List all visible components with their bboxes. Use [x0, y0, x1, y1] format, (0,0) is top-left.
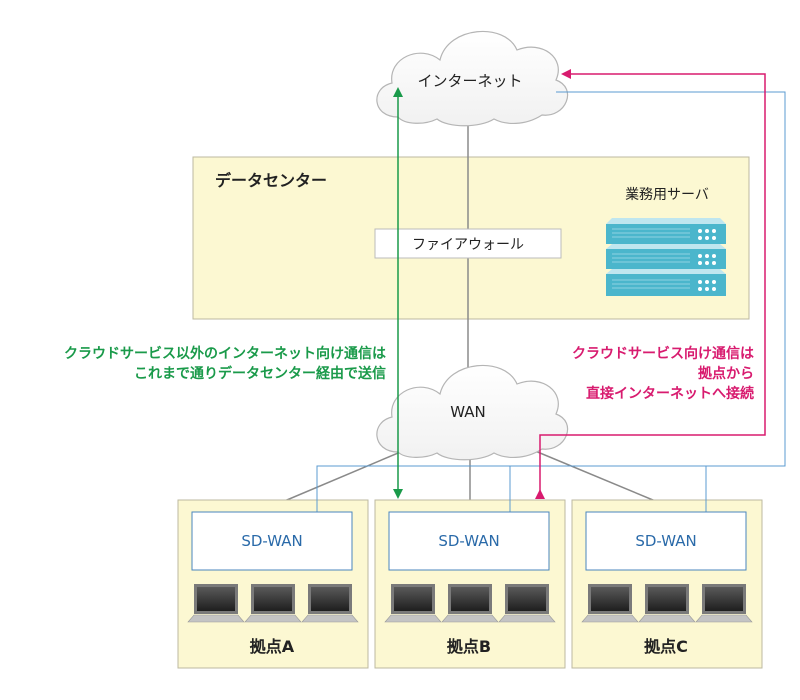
- site-c-name: 拠点C: [644, 637, 688, 656]
- site-b-name: 拠点B: [447, 637, 491, 656]
- internet-cloud: [376, 30, 569, 127]
- wan-to-site-c-line: [527, 447, 666, 506]
- annotation-line: クラウドサービス向け通信は: [572, 345, 754, 362]
- site-c-sdwan-label: SD-WAN: [635, 532, 696, 550]
- laptop-icon: [498, 584, 556, 623]
- datacenter-title: データセンター: [215, 171, 327, 190]
- firewall-box: [374, 228, 562, 259]
- site-c-sdwan-box: [585, 511, 747, 571]
- wan-label: WAN: [450, 403, 486, 421]
- server-unit: [606, 269, 726, 296]
- server-unit: [606, 244, 726, 269]
- site-a-sdwan-box: [191, 511, 353, 571]
- sdwan-direct-internet-lines: [316, 91, 786, 512]
- annotation-line: 拠点から: [698, 365, 754, 382]
- server-unit: [606, 218, 726, 244]
- via-datacenter-annotation: クラウドサービス以外のインターネット向け通信は これまで通りデータセンター経由で…: [64, 345, 386, 382]
- pink-direct-internet-path: [535, 69, 766, 499]
- laptop-icon: [638, 584, 696, 623]
- annotation-line: 直接インターネットへ接続: [586, 385, 754, 402]
- annotation-line: クラウドサービス以外のインターネット向け通信は: [64, 345, 386, 362]
- laptop-icon: [581, 584, 639, 623]
- site-b-sdwan-box: [388, 511, 550, 571]
- wan-to-site-a-line: [274, 447, 411, 506]
- annotation-line: これまで通りデータセンター経由で送信: [134, 365, 386, 382]
- site-a-name: 拠点A: [250, 637, 295, 656]
- laptop-icon: [441, 584, 499, 623]
- server-rack-icon: [606, 218, 726, 296]
- laptop-icon: [384, 584, 442, 623]
- laptop-icon: [301, 584, 359, 623]
- server-label: 業務用サーバ: [625, 187, 709, 203]
- laptop-icon: [187, 584, 245, 623]
- site-a-sdwan-label: SD-WAN: [241, 532, 302, 550]
- laptop-icon: [695, 584, 753, 623]
- firewall-label: ファイアウォール: [412, 237, 524, 253]
- direct-internet-annotation: クラウドサービス向け通信は 拠点から 直接インターネットへ接続: [572, 345, 754, 402]
- internet-label: インターネット: [417, 72, 522, 90]
- laptop-icons: [187, 584, 753, 623]
- laptop-icon: [244, 584, 302, 623]
- site-b-sdwan-label: SD-WAN: [438, 532, 499, 550]
